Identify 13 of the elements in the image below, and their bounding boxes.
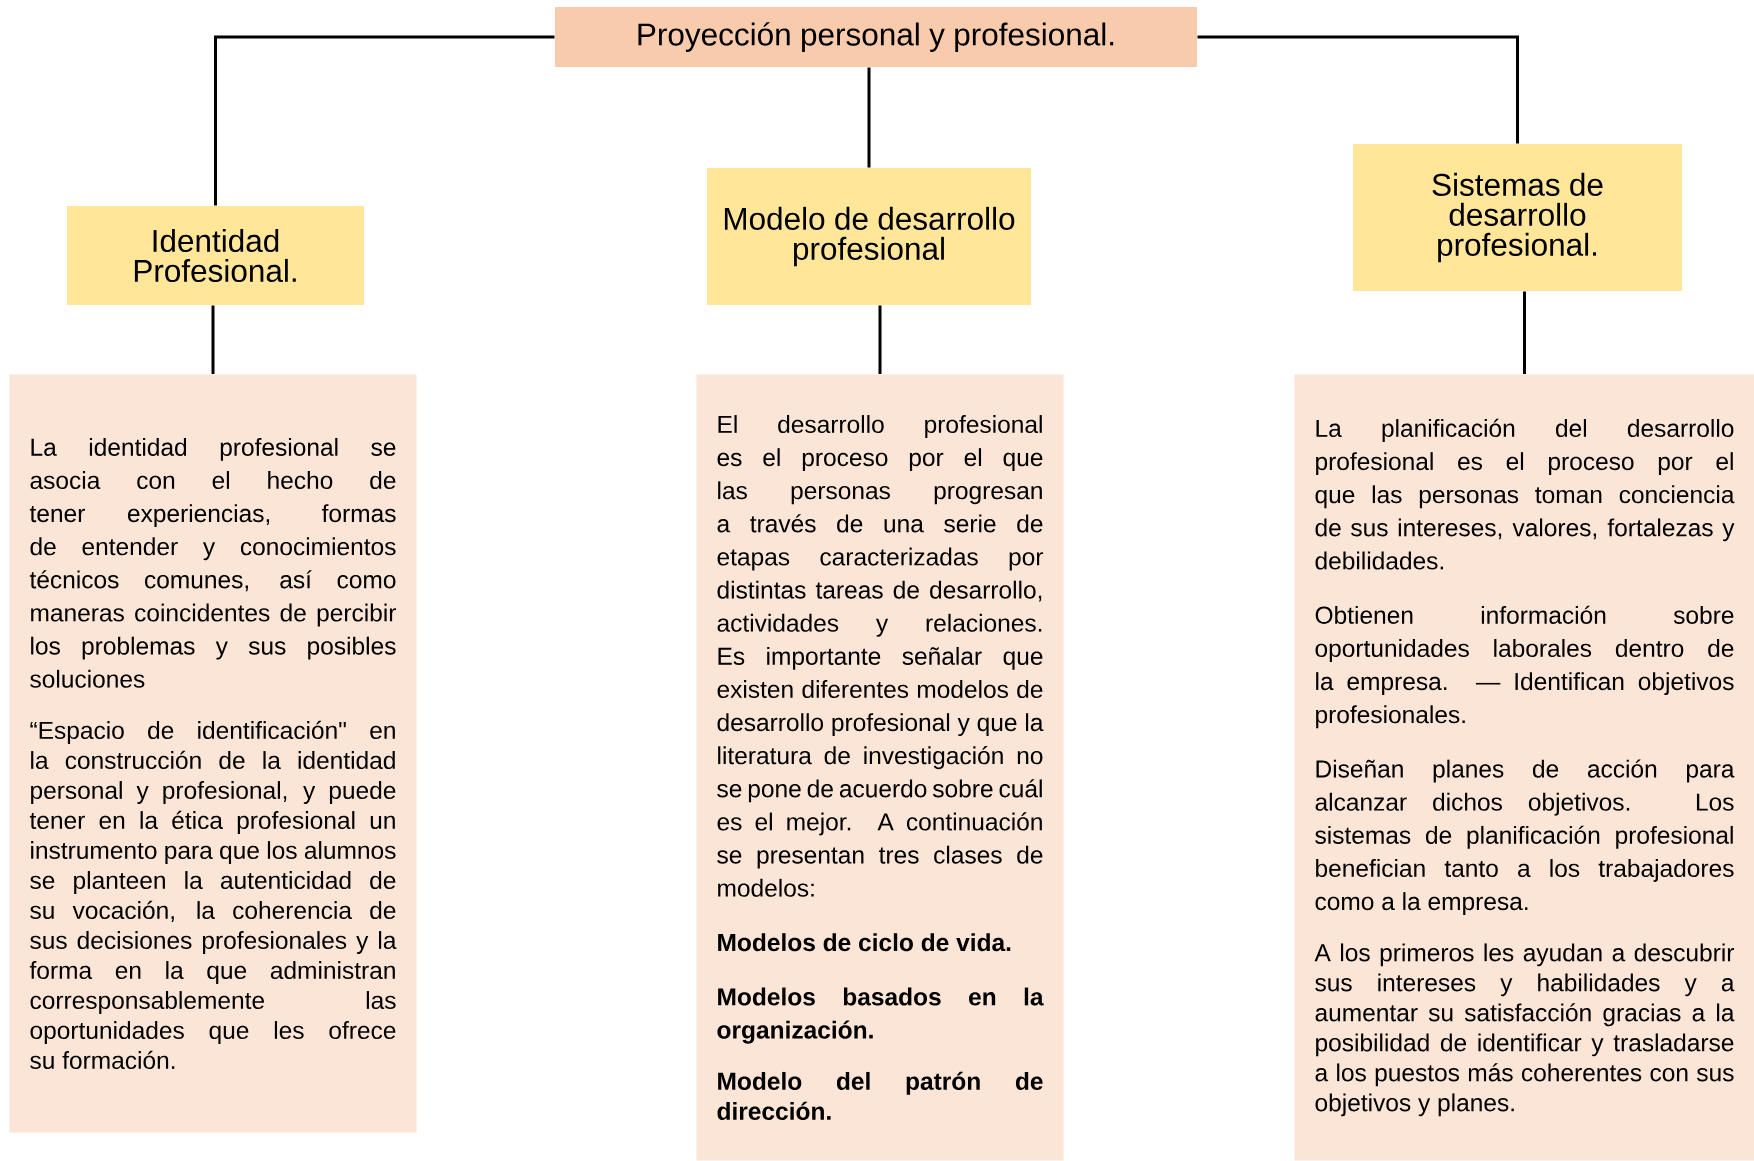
connector-line [867,67,871,168]
connector-line [878,305,882,374]
text-box: La planificación del desarrollo profesional es el proceso por el que las personas toman conciencia de sus intereses, valores, fortalezas y debilidades. Obtienen información sobre oportunidades laborales dentro de la empresa. — Identifican objetivos profesionales. Diseñan planes de acción para alcanzar dichos objetivos. Los sistemas de planificación profesional benefician tanto a los trabajadores como a la empresa. A los primeros les ayudan a descubrir sus intereses y habilidades y a aumentar su satisfacción gracias a la posibilidad de identificar y trasladarse a los puestos más coherentes con sus objetivos y planes. [1294,374,1754,1161]
heading-box: Identidad Profesional. [67,206,364,305]
connector-line [1523,291,1526,374]
connector-line [1197,35,1519,144]
connector-line [211,305,215,374]
title-box: Proyección personal y profesional. [555,7,1197,67]
heading-box: Modelo de desarrollo profesional [707,168,1031,305]
text-box: La identidad profesional se asocia con el hecho de tener experiencias, formas de entender y conocimientos técnicos comunes, así como maneras coincidentes de percibir los problemas y sus posibles soluciones “Espacio de identificación" en la construcción de la identidad personal y profesional, y puede tener en la ética profesional un instrumento para que los alumnos se planteen la autenticidad de su vocación, la coherencia de sus decisiones profesionales y la forma en la que administran corresponsablemente las oportunidades que les ofrece su formación. [9,374,417,1133]
connector-line [214,35,555,206]
text-box: El desarrollo profesional es el proceso por el que las personas progresan a través de una serie de etapas caracterizadas por distintas tareas de desarrollo, actividades y relaciones. Es importante señalar que existen diferentes modelos de desarrollo profesional y que la literatura de investigación no se pone de acuerdo sobre cuál es el mejor. A continuación se presentan tres clases de modelos: Modelos de ciclo de vida. Modelos basados en la organización. Modelo del patrón de dirección. [696,374,1064,1161]
heading-box: Sistemas de desarrollo profesional. [1353,144,1682,291]
